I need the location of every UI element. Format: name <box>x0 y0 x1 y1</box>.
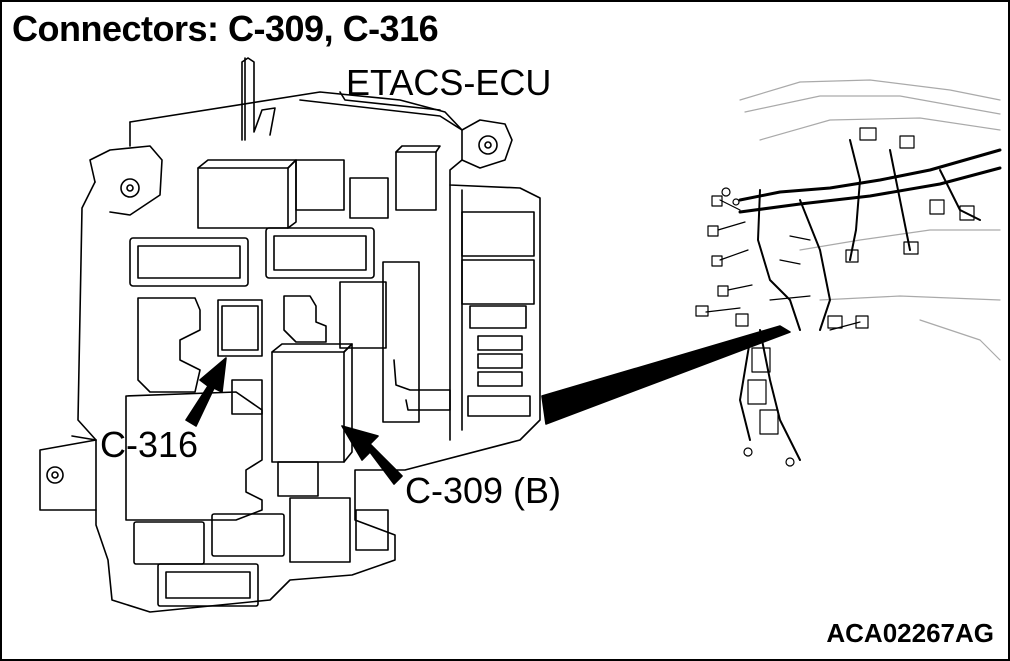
ecu-label: ETACS-ECU <box>346 62 552 103</box>
ecu-housing <box>39 91 541 613</box>
pointer-arrow-c309 <box>341 425 403 485</box>
figure-code: ACA02267AG <box>826 618 994 648</box>
connector-sockets <box>125 227 451 607</box>
pointer-arrow-c316 <box>185 357 227 427</box>
diagram-title: Connectors: C-309, C-316 <box>12 8 439 49</box>
ecu-mount-hook <box>241 57 276 141</box>
location-leader-wedge <box>541 325 791 425</box>
connector-c309-label: C-309 (B) <box>405 470 562 511</box>
relay-blocks-top <box>197 145 535 417</box>
dashboard-harness <box>695 79 1002 467</box>
screw-hole-icon <box>46 135 498 484</box>
connector-c316-label: C-316 <box>100 424 199 465</box>
